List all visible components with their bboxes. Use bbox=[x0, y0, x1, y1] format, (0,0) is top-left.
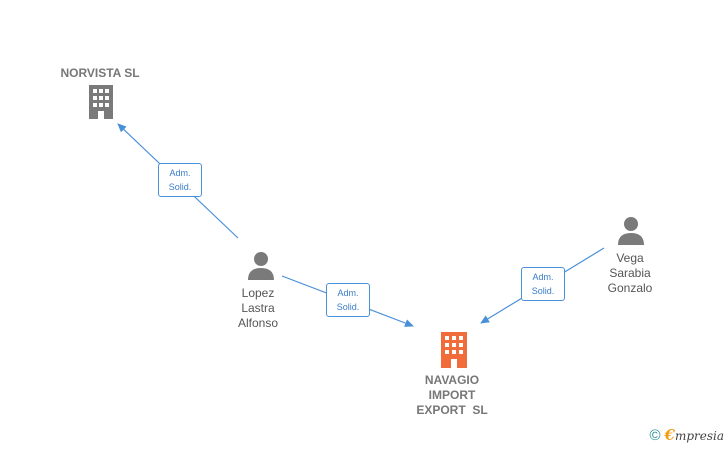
label-line: EXPORT SL bbox=[416, 403, 488, 417]
main-building-icon[interactable] bbox=[438, 332, 470, 368]
edge-label-vega-navagio[interactable]: Adm. Solid. bbox=[521, 267, 565, 301]
edge-label-line: Solid. bbox=[168, 182, 192, 192]
label-line: Alfonso bbox=[237, 316, 279, 330]
footer-brand: © €mpresia bbox=[649, 426, 724, 444]
label-line: Lopez bbox=[241, 286, 275, 300]
label-line: Sarabia bbox=[609, 266, 651, 280]
brand-logo: €mpresia bbox=[665, 426, 725, 444]
brand-logo-initial: € bbox=[664, 426, 675, 444]
norvista-label[interactable]: NORVISTA SL bbox=[60, 66, 140, 80]
navagio-label[interactable]: NAVAGIO IMPORT EXPORT SL bbox=[402, 373, 502, 418]
person-icon[interactable] bbox=[246, 250, 276, 280]
building-icon[interactable] bbox=[86, 85, 116, 119]
label-line: NAVAGIO bbox=[424, 373, 480, 387]
edge-label-line: Adm. bbox=[532, 272, 554, 282]
lopez-label[interactable]: Lopez Lastra Alfonso bbox=[218, 286, 298, 331]
edge-label-line: Adm. bbox=[337, 288, 359, 298]
person-icon[interactable] bbox=[616, 215, 646, 245]
label-line: Gonzalo bbox=[607, 281, 653, 295]
edge-label-line: Solid. bbox=[531, 286, 555, 296]
label-line: IMPORT bbox=[428, 388, 476, 402]
vega-label[interactable]: Vega Sarabia Gonzalo bbox=[590, 251, 670, 296]
edge-label-lopez-navagio[interactable]: Adm. Solid. bbox=[326, 283, 370, 317]
edge-label-line: Adm. bbox=[169, 168, 191, 178]
label-line: Vega bbox=[616, 251, 644, 265]
edge-label-lopez-norvista[interactable]: Adm. Solid. bbox=[158, 163, 202, 197]
edge-label-line: Solid. bbox=[336, 302, 360, 312]
copyright-icon: © bbox=[649, 426, 661, 444]
brand-logo-text: mpresia bbox=[674, 429, 724, 443]
label-line: Lastra bbox=[241, 301, 275, 315]
